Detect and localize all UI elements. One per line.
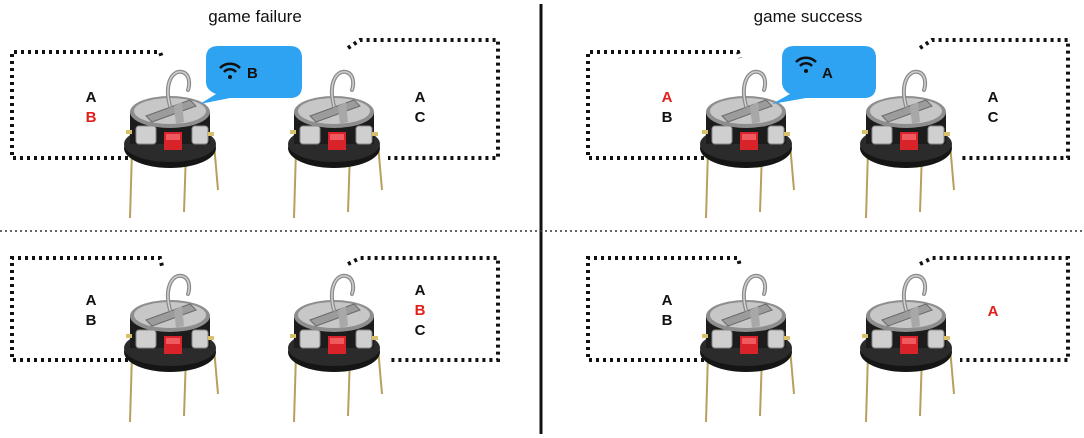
message-bubble: A bbox=[772, 46, 876, 104]
bubble-message: B bbox=[247, 65, 258, 82]
memory-item: C bbox=[988, 109, 999, 126]
memory-item: B bbox=[662, 109, 673, 126]
memory-item: B bbox=[662, 312, 673, 329]
panel-failure-bottom: AB ABC bbox=[10, 256, 500, 424]
memory-left: AB bbox=[662, 292, 673, 329]
memory-item: A bbox=[415, 89, 426, 106]
memory-item: C bbox=[415, 109, 426, 126]
robot-left bbox=[698, 273, 796, 424]
memory-outline-right bbox=[346, 38, 500, 160]
message-bubble: B bbox=[200, 46, 302, 104]
memory-right: AC bbox=[988, 89, 999, 126]
robot-right bbox=[858, 273, 956, 424]
panel-success-bottom: AB A bbox=[586, 256, 1070, 424]
memory-left: AB bbox=[662, 89, 673, 126]
panel-success-top: A AB AC bbox=[586, 38, 1070, 220]
robot-right bbox=[858, 69, 956, 220]
bubble-message: A bbox=[822, 65, 833, 82]
memory-item: A bbox=[988, 303, 999, 320]
memory-right: AC bbox=[415, 89, 426, 126]
memory-outline-left bbox=[10, 50, 164, 160]
memory-item: A bbox=[988, 89, 999, 106]
memory-left: AB bbox=[86, 292, 97, 329]
memory-item: A bbox=[662, 292, 673, 309]
panel-failure-top: B AB AC bbox=[10, 38, 500, 220]
memory-item: A bbox=[86, 89, 97, 106]
title-left: game failure bbox=[208, 7, 302, 26]
memory-left: AB bbox=[86, 89, 97, 126]
robot-left bbox=[698, 69, 796, 220]
wifi-icon bbox=[795, 56, 817, 73]
wifi-icon bbox=[219, 62, 241, 79]
memory-item: B bbox=[86, 109, 97, 126]
title-right: game success bbox=[754, 7, 863, 26]
robot-left bbox=[122, 273, 220, 424]
memory-right: A bbox=[988, 303, 999, 320]
memory-item: A bbox=[662, 89, 673, 106]
memory-item: A bbox=[86, 292, 97, 309]
robot-left bbox=[122, 69, 220, 220]
memory-item: C bbox=[415, 322, 426, 339]
robot-right bbox=[286, 273, 384, 424]
memory-right: ABC bbox=[415, 282, 426, 339]
memory-item: B bbox=[415, 302, 426, 319]
robot-right bbox=[286, 69, 384, 220]
memory-item: A bbox=[415, 282, 426, 299]
memory-item: B bbox=[86, 312, 97, 329]
